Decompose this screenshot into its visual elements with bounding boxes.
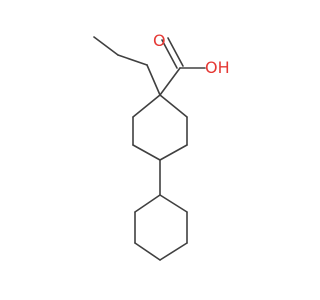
bond-c-carboxyl	[159, 67, 181, 96]
ring1-bond-1	[132, 94, 161, 118]
molecule-canvas: O OH	[93, 31, 230, 261]
bond-propyl-2	[117, 54, 148, 66]
bond-propyl-3	[146, 64, 161, 96]
bond-c-o-double-b	[167, 37, 184, 67]
ring1-bond-3	[132, 144, 161, 161]
ring1-bond-4	[159, 144, 188, 161]
bond-c-o-double-a	[161, 39, 178, 69]
hydroxyl-label: OH	[205, 58, 230, 77]
ring2-bond-3	[134, 242, 161, 261]
oxygen-label: O	[153, 31, 166, 50]
ring2-bond-6	[159, 194, 188, 213]
structure-diagram: O OH	[93, 31, 230, 261]
ring2-bond-1	[134, 194, 161, 213]
ring2-bond-4	[159, 242, 188, 261]
bond-propyl-1	[93, 36, 119, 56]
ring1-bond-6	[159, 94, 188, 118]
